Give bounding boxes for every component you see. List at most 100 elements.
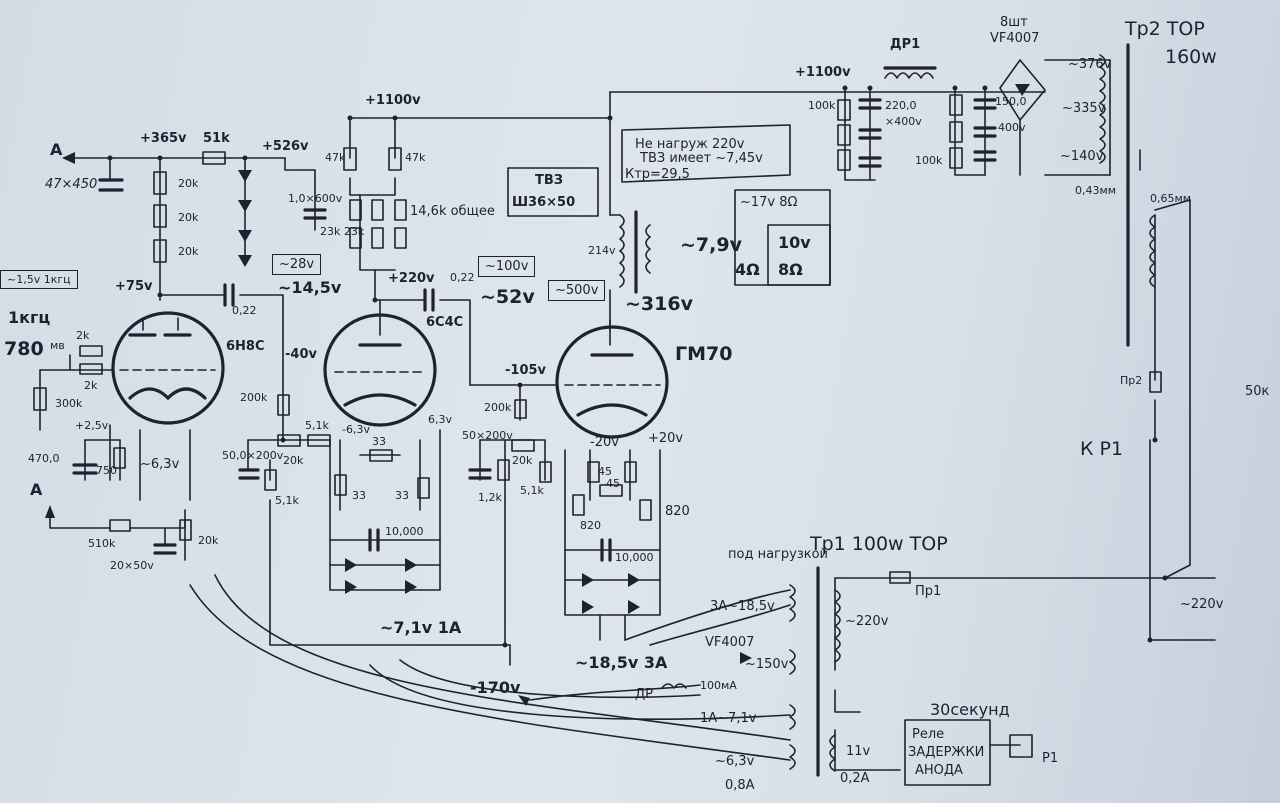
- label-r33c: 33: [395, 489, 409, 502]
- label-v150: ~150v: [745, 657, 789, 672]
- label-v17: ~17v 8Ω: [740, 195, 798, 210]
- label-v79: ~7,9v: [680, 234, 742, 256]
- wiring: [39, 59, 1216, 771]
- label-v2-5: +2,5v: [75, 419, 109, 432]
- label-r20k-e: 20k: [283, 454, 304, 467]
- label-c50-200b: 50,0×200v: [222, 449, 284, 462]
- label-delay: 30секунд: [930, 700, 1010, 719]
- label-r20k-a: 20k: [178, 177, 199, 190]
- label-v220c: ~220v: [1180, 597, 1224, 612]
- label-r51k: 51k: [203, 131, 230, 146]
- tube-6n8s: [111, 311, 225, 425]
- label-c10000a: 10,000: [385, 525, 424, 538]
- label-r23k: 23k 23k: [320, 225, 365, 238]
- label-v18-5-bottom: ~18,5v 3A: [575, 653, 668, 672]
- label-p1: Р1: [1042, 751, 1059, 766]
- label-v6-3b: 6,3v: [428, 413, 453, 426]
- label-v28: ~28v: [272, 254, 322, 275]
- label-input-signal: ~1,5v 1кгц: [0, 270, 78, 289]
- label-a08: 0,8А: [725, 778, 755, 793]
- label-c470: 470,0: [28, 452, 60, 465]
- label-tube2: 6С4С: [426, 315, 464, 330]
- label-r820b: 820: [665, 504, 690, 519]
- label-ma100: 100мА: [700, 679, 737, 692]
- label-r200k-b: 200k: [484, 401, 512, 414]
- label-c022a: 0,22: [232, 304, 257, 317]
- label-v1100-mid: +1100v: [365, 93, 421, 108]
- label-c022b: 0,22: [450, 271, 475, 284]
- label-dr1: ДР1: [890, 37, 921, 52]
- label-tr2-power: 160w: [1165, 46, 1217, 68]
- label-r5-1k-d: 5,1k: [275, 494, 299, 507]
- label-c220: 220,0: [885, 99, 917, 112]
- label-c10000b: 10,000: [615, 551, 654, 564]
- label-relay3: АНОДА: [915, 763, 963, 778]
- tube-6s4s: [323, 299, 437, 427]
- label-diodes-type: VF4007: [990, 31, 1040, 46]
- label-r1-2k: 1,2k: [478, 491, 502, 504]
- label-r100k-a: 100k: [808, 99, 836, 112]
- label-tr1: Тр1 100w ТОР: [810, 533, 948, 555]
- label-a02: 0,2А: [840, 771, 870, 786]
- annotation-boxes: [507, 124, 1033, 786]
- label-r45b: 45: [606, 477, 620, 490]
- label-c-in: 47×450: [45, 177, 98, 192]
- arrow-a-bottom: [45, 505, 55, 518]
- label-v500: ~500v: [548, 280, 606, 301]
- label-v6-3c: ~6,3v: [140, 457, 180, 472]
- tube-gm70: [555, 319, 669, 439]
- label-r820a: 820: [580, 519, 601, 532]
- label-v14-5: ~14,5v: [278, 278, 342, 297]
- label-input-mv: 780: [4, 338, 44, 360]
- label-v220: +220v: [388, 271, 435, 286]
- arrow-170v: [518, 695, 530, 706]
- label-v1100-top: +1100v: [795, 65, 851, 80]
- label-dr: ДР: [635, 687, 653, 702]
- label-a-bottom: A: [30, 480, 43, 499]
- label-r47k-b: 47k: [405, 151, 426, 164]
- label-v400b: 400v: [998, 121, 1026, 134]
- label-kp1: К Р1: [1080, 438, 1124, 460]
- label-r20k-b: 20k: [178, 211, 199, 224]
- label-pr2: Пр2: [1120, 374, 1143, 387]
- label-input-freq: 1кгц: [8, 308, 51, 327]
- label-c50-200: 50×200v: [462, 429, 513, 442]
- label-tube1: 6Н8С: [226, 339, 265, 354]
- label-tube3: ГМ70: [675, 343, 733, 365]
- label-tbz: ТВЗ: [535, 173, 564, 188]
- label-v18-5-3a: 3А~18,5v: [710, 599, 775, 614]
- capacitors: [72, 98, 997, 562]
- label-relay2: ЗАДЕРЖКИ: [908, 745, 985, 760]
- label-r200k-a: 200k: [240, 391, 268, 404]
- label-v40: -40v: [285, 347, 317, 362]
- label-v365: +365v: [140, 131, 187, 146]
- label-v20b: +20v: [648, 431, 684, 446]
- label-v220b: ~220v: [845, 614, 889, 629]
- label-v376: ~376v: [1068, 57, 1112, 72]
- label-v11: 11v: [846, 744, 871, 759]
- label-v7-1: 1А~7,1v: [700, 711, 757, 726]
- label-tr2: Тр2 ТОР: [1125, 18, 1205, 40]
- diodes: [238, 84, 1030, 664]
- label-core: Ш36×50: [512, 195, 576, 210]
- label-r510k: 510k: [88, 537, 116, 550]
- label-r2k-a: 2k: [76, 329, 90, 342]
- label-r47k-a: 47k: [325, 151, 346, 164]
- label-r51k-b: 5,1k: [305, 419, 329, 432]
- label-v316: ~316v: [625, 293, 693, 315]
- label-v10: 10v: [778, 233, 811, 252]
- label-load-note: под нагрузкой: [728, 547, 828, 562]
- label-r45a: 45: [598, 465, 612, 478]
- resistors: [33, 94, 1162, 584]
- label-r750: 750: [96, 464, 117, 477]
- label-r14-6k: 14,6k общее: [410, 204, 495, 219]
- label-r300k: 300k: [55, 397, 83, 410]
- label-v335: ~335v: [1062, 101, 1106, 116]
- label-ohm4: 4Ω: [735, 260, 760, 279]
- label-a-top: A: [50, 140, 63, 159]
- label-pr1: Пр1: [915, 584, 942, 599]
- label-v52: ~52v: [480, 286, 535, 308]
- label-v170: -170v: [470, 678, 521, 697]
- label-r20k-f: 20k: [198, 534, 219, 547]
